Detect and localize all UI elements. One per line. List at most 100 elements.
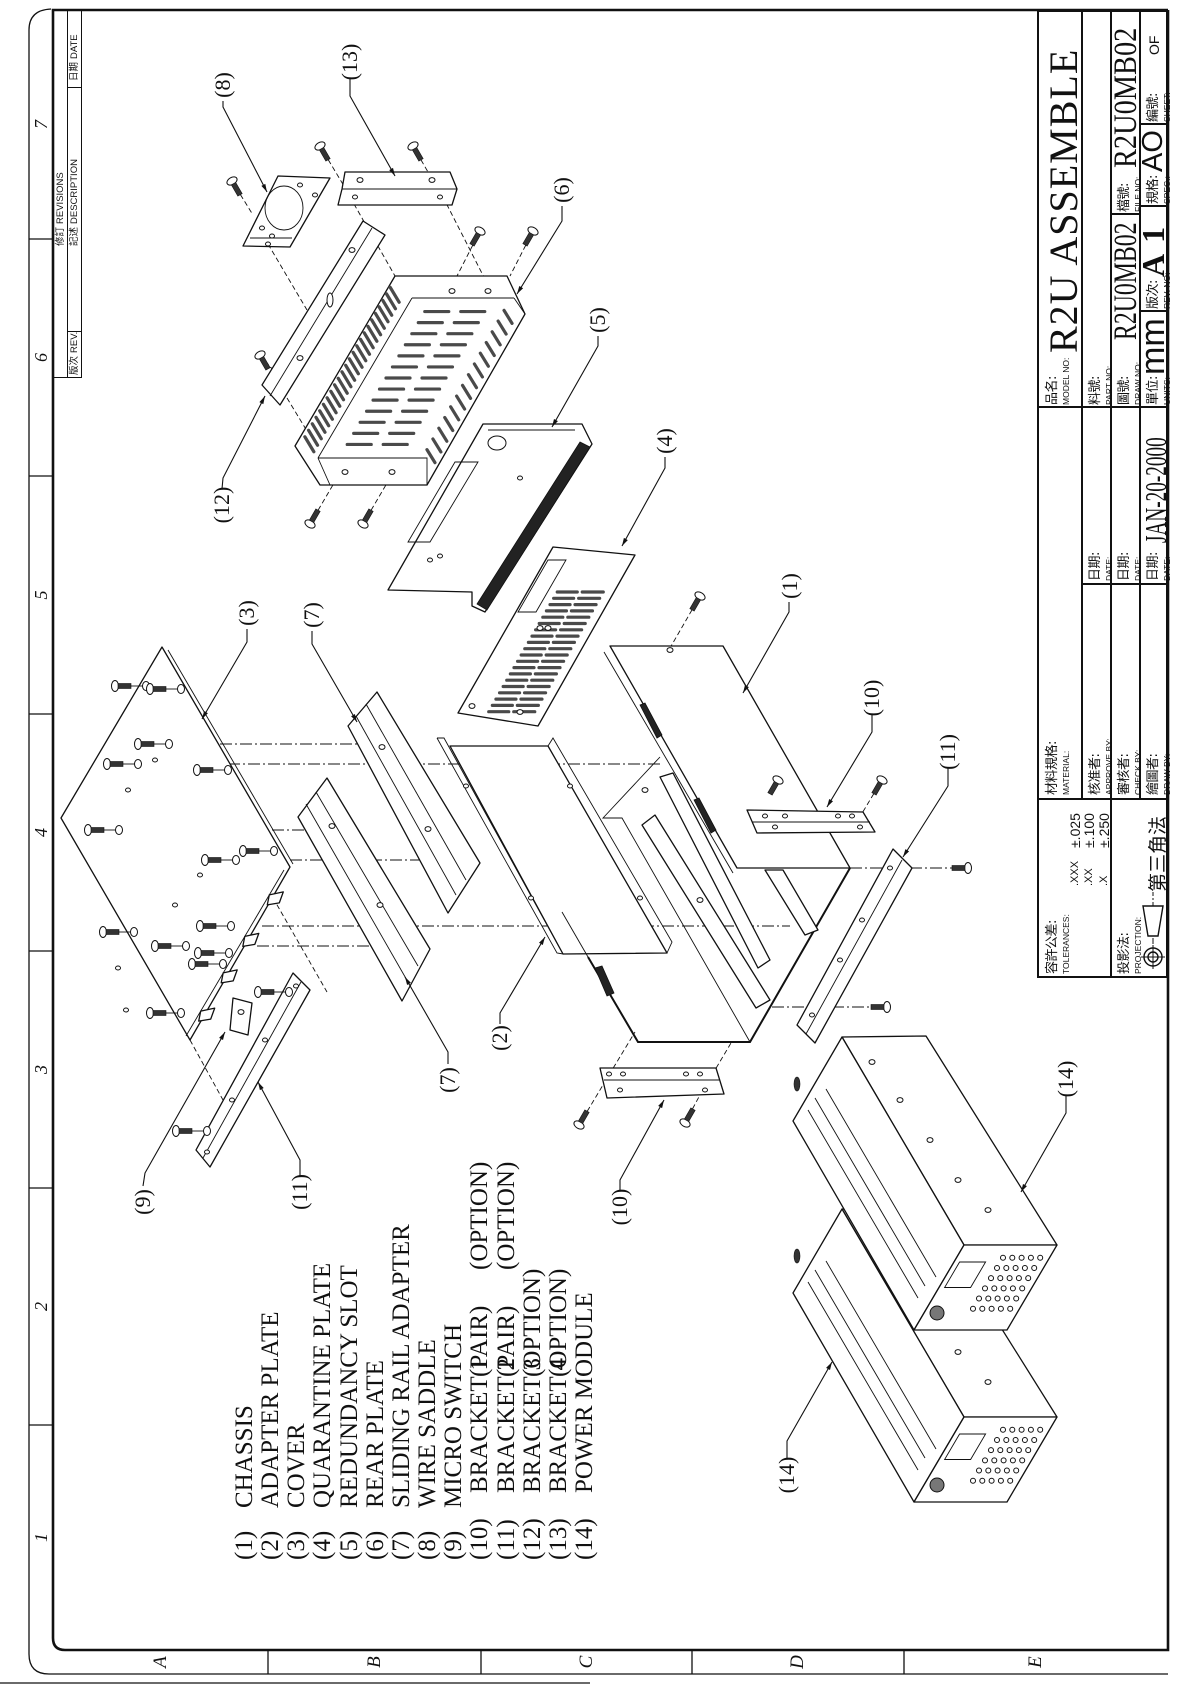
power-module-part-14-front <box>792 1035 1058 1331</box>
hole-icon <box>388 469 396 475</box>
callout-label: (11) <box>935 734 960 770</box>
fan-grill-hole <box>1012 1264 1019 1271</box>
revisions-desc-en: DESCRIPTION <box>69 159 80 224</box>
screw-icon <box>193 764 232 776</box>
revisions-header-zh: 修訂 <box>55 226 66 246</box>
handle-rail <box>825 1260 937 1450</box>
cable-opening <box>264 185 304 231</box>
hole-icon <box>152 757 158 763</box>
spec-label-zh: 規格: <box>1146 175 1161 204</box>
model-label-zh: 品名: <box>1045 376 1060 405</box>
hole-icon <box>262 1037 268 1043</box>
quarantine-plate-part-4 <box>457 546 636 727</box>
screw-icon <box>99 926 138 938</box>
fan-grill-hole <box>997 1447 1004 1454</box>
fan-grill-hole <box>976 1295 982 1302</box>
tolerance-code: .XXX <box>1069 860 1081 886</box>
leader-line <box>902 768 949 858</box>
title-block-divider <box>1110 213 1139 215</box>
fan-grill-hole <box>1019 1457 1026 1464</box>
screw-icon <box>469 226 486 247</box>
tolerance-code: .XX <box>1083 868 1095 886</box>
part-name: COVER <box>283 1423 311 1508</box>
hole-icon <box>567 783 573 789</box>
hole-icon <box>427 557 433 563</box>
callout-label: (2) <box>487 1025 512 1051</box>
vent-slot <box>384 292 398 311</box>
fan-grill-hole <box>994 1436 1000 1443</box>
part-name: BRACKET 2 <box>492 1358 520 1493</box>
fan-grill-hole <box>1009 1426 1016 1433</box>
tolerance-row: .XX±.100 <box>1081 801 1097 976</box>
hole-icon <box>857 824 863 830</box>
screw-icon <box>573 1109 590 1130</box>
wire-saddle-part-8 <box>242 175 331 248</box>
screw-icon <box>188 958 227 970</box>
sheet-label-zh: 編號: <box>1146 93 1161 122</box>
callout-label: (6) <box>549 177 574 203</box>
power-inlet-socket <box>943 1433 987 1460</box>
hole-icon <box>197 872 203 878</box>
hole-icon <box>544 625 552 631</box>
hole-icon <box>378 744 386 750</box>
title-block-divider <box>1039 406 1166 408</box>
fan-grill-hole <box>1031 1436 1038 1443</box>
hole-icon <box>887 865 893 871</box>
model-no-label: 品名:MODEL NO: <box>1041 358 1071 405</box>
fan-grill-hole <box>988 1447 994 1454</box>
screw-icon <box>871 775 888 796</box>
revisions-block: 修訂REVISIONS 版次REV. 記述DESCRIPTION 日期DATE <box>53 9 82 378</box>
screw-thread <box>683 1107 696 1123</box>
drawing-frame <box>0 8 1170 1684</box>
hole-icon <box>637 895 643 901</box>
fan-grill-hole <box>1019 1285 1026 1292</box>
screw-icon <box>172 1125 211 1137</box>
vent-slot <box>310 422 323 441</box>
screw-icon <box>194 947 233 959</box>
units-label-en: UNITS: <box>1162 377 1172 405</box>
vent-slot <box>490 330 502 347</box>
model-name-title: R2U ASSEMBLE <box>1041 48 1086 353</box>
vent-slot <box>460 383 473 400</box>
leader-arrowhead <box>219 1032 225 1040</box>
parts-list-item: (6)REAR PLATE <box>362 1160 389 1560</box>
screw-icon <box>134 738 173 750</box>
hole-icon <box>641 787 649 793</box>
part-number: (14) <box>570 1518 598 1560</box>
callout-label: (14) <box>1053 1060 1078 1098</box>
part-edge <box>317 457 331 486</box>
hole-icon <box>352 194 358 200</box>
part-number: (3) <box>283 1530 311 1560</box>
part-edge <box>318 457 428 485</box>
leader-line <box>1020 1095 1067 1193</box>
guide-pin <box>793 1076 801 1092</box>
screw-hole <box>285 987 293 997</box>
sheet-label: 編號:SHEET: <box>1142 92 1172 122</box>
bracket-1-part-10-left <box>599 1067 725 1099</box>
fan-grill-hole <box>1013 1467 1020 1474</box>
part-label-zh: 料號: <box>1088 376 1103 405</box>
vent-slot <box>332 383 346 402</box>
screw-icon <box>146 1007 185 1019</box>
fastener-alignment-line <box>349 196 396 277</box>
fan-grill-hole <box>976 1467 982 1474</box>
fan-grill-hole <box>982 1285 988 1292</box>
vent-slot <box>478 351 490 368</box>
part-tag: (OPTION) <box>492 1161 520 1270</box>
fastener-alignment-line <box>412 145 429 173</box>
screw-thread <box>308 508 321 524</box>
date-label-en: DATE: <box>1162 556 1172 581</box>
fan-grill-hole <box>988 1275 994 1282</box>
hole-icon <box>954 1177 962 1183</box>
guide-pin <box>793 1248 801 1264</box>
vent-slot <box>472 362 484 379</box>
part-name: QUARANTINE PLATE <box>309 1262 337 1508</box>
leader-arrowhead <box>622 537 628 546</box>
vent-slot <box>370 318 383 337</box>
screw-icon <box>151 940 190 952</box>
screw-icon <box>689 591 706 612</box>
callout-label: (12) <box>209 486 234 524</box>
material-label-en: MATERIAL: <box>1061 750 1071 795</box>
vent-slot <box>377 305 390 324</box>
